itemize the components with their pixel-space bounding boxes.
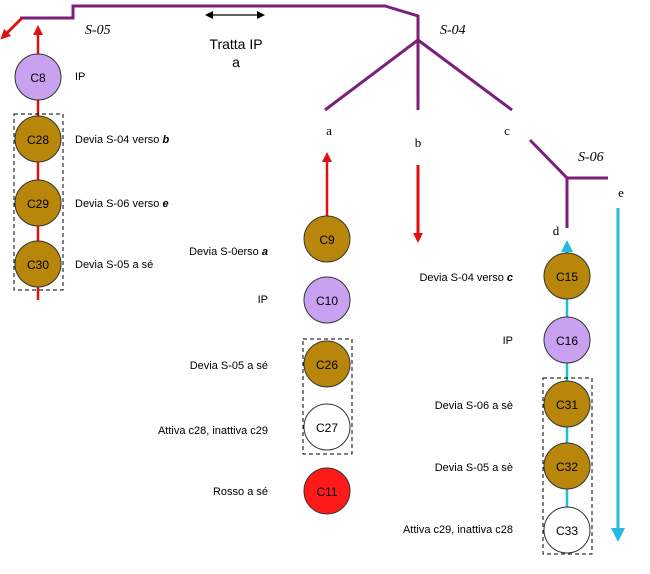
col1-label-branch: b (162, 134, 169, 146)
s06-label: S-06 (578, 150, 604, 165)
branch-c-label: c (504, 123, 510, 138)
col2-label-text: Devia S-0erso (189, 246, 262, 258)
s05-label: S-05 (85, 23, 111, 38)
col1-signal-name: C28 (27, 133, 49, 147)
col3-signal-c15 (543, 252, 591, 300)
col2-signal-label: Rosso a sé (213, 486, 268, 498)
col3-signal-name: C31 (556, 398, 578, 412)
dashed-groups (13, 113, 593, 555)
col1-signal-label: Devia S-06 verso e (75, 198, 169, 210)
col2-signal-name: C11 (316, 485, 337, 499)
s05-exit-arrow (0, 16, 24, 40)
col2-signal-c26 (303, 340, 351, 388)
col3-signal-c33 (543, 506, 591, 554)
col1-signal-c28 (14, 115, 62, 163)
s04-label: S-04 (440, 23, 466, 38)
col2-group (302, 338, 353, 455)
col2-label-text: Devia S-05 a sé (190, 360, 268, 372)
col1-label-text: IP (75, 71, 85, 83)
branch-e-label: e (618, 185, 624, 200)
branch-b-label: b (415, 135, 422, 150)
col2-signal-label: IP (258, 294, 268, 306)
col3-signal-c31 (543, 380, 591, 428)
col3-signal-label: Devia S-04 verso c (419, 272, 513, 284)
col1-signal-name: C29 (27, 197, 49, 211)
col1-label-text: Devia S-06 verso (75, 198, 162, 210)
top-track (20, 4, 420, 40)
branch-a-label: a (326, 123, 332, 138)
col3-label-text: Devia S-06 a sè (435, 400, 513, 412)
col3-signal-label: Devia S-05 a sè (435, 462, 513, 474)
col3-group (542, 377, 593, 555)
col2-signal-name: C26 (316, 358, 338, 372)
col1-signal-c30 (14, 240, 62, 288)
col1-signal-label: Devia S-04 verso b (75, 134, 169, 146)
track-lines (20, 4, 608, 228)
col3-signal-name: C32 (556, 460, 578, 474)
col2-label-text: IP (258, 294, 268, 306)
col3-label-text: Devia S-04 verso (419, 272, 506, 284)
branch-c-track (417, 38, 513, 112)
col2-signal-c11 (303, 467, 351, 515)
col3-signal-label: IP (503, 335, 513, 347)
col2-signal-c27 (303, 403, 351, 451)
col3-signal-c16 (543, 316, 591, 364)
col3-signal-name: C15 (556, 270, 578, 284)
col1-signal-label: Devia S-05 a sé (75, 259, 153, 271)
col2-signal-c10 (303, 276, 351, 324)
col2-label-branch: a (262, 246, 268, 258)
col3-up-arrowhead (561, 240, 573, 252)
col1-signal-name: C8 (30, 71, 46, 85)
col3-label-text: Devia S-05 a sè (435, 462, 513, 474)
col1-label-text: Devia S-05 a sé (75, 259, 153, 271)
col1-signal-name: C30 (27, 258, 49, 272)
col3-signal-label: Devia S-06 a sè (435, 400, 513, 412)
col3-label-branch: c (507, 272, 513, 284)
col3-label-text: Attiva c29, inattiva c28 (403, 524, 513, 536)
branch-a-track (324, 38, 419, 112)
col3-signal-c32 (543, 442, 591, 490)
col3-signal-name: C16 (556, 334, 578, 348)
branch-e-arrowhead (611, 528, 625, 542)
col3-signal-label: Attiva c29, inattiva c28 (403, 524, 513, 536)
col1-label-text: Devia S-04 verso (75, 134, 162, 146)
s06-track (528, 138, 569, 180)
col3-signal-name: C33 (556, 524, 578, 538)
col1-group (13, 113, 64, 291)
col2-label-text: Rosso a sé (213, 486, 268, 498)
tratta-label: Tratta IP (209, 36, 262, 52)
col1-signal-c8 (14, 53, 62, 101)
col1-signal-c29 (14, 179, 62, 227)
col2-signal-name: C9 (319, 233, 335, 247)
col1-signal-label: IP (75, 71, 85, 83)
col2-label-text: Attiva c28, inattiva c29 (158, 425, 268, 437)
col2-signal-name: C27 (316, 421, 338, 435)
col2-signal-name: C10 (316, 294, 338, 308)
tratta-sub-label: a (232, 54, 240, 70)
col2-signal-label: Devia S-0erso a (189, 246, 268, 258)
col2-signal-label: Devia S-05 a sé (190, 360, 268, 372)
col1-label-branch: e (162, 198, 168, 210)
branch-d-label: d (553, 223, 560, 238)
col3-label-text: IP (503, 335, 513, 347)
col2-signal-c9 (303, 215, 351, 263)
col2-signal-label: Attiva c28, inattiva c29 (158, 425, 268, 437)
